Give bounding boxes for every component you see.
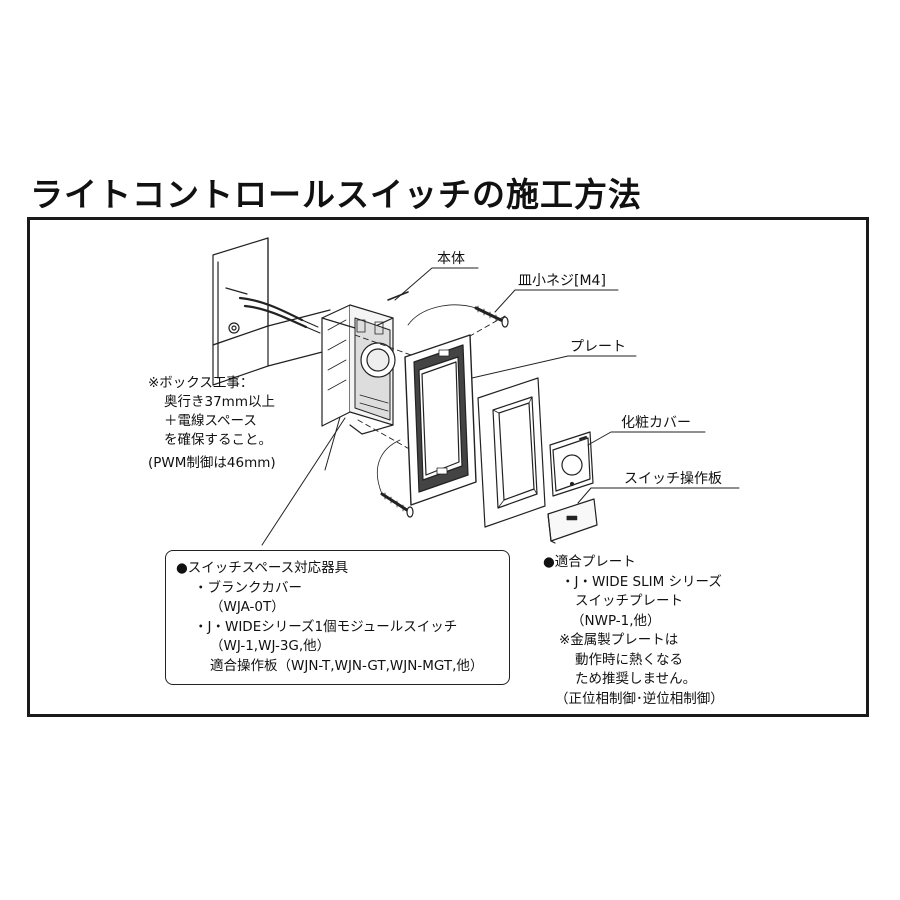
label-body: 本体 <box>437 251 465 267</box>
operating-plate-drawing <box>547 498 598 544</box>
compatible-plate-line: ※金属製プレートは <box>559 632 679 648</box>
compatible-plate-line: （正位相制御･逆位相制御） <box>555 690 724 707</box>
switch-space-box: ●スイッチスペース対応器具 ・ブランクカバー （WJA-0T） ・J・WIDEシ… <box>165 550 510 685</box>
compatible-plate-line: 動作時に熱くなる <box>575 651 683 668</box>
switch-space-line: （WJ-1,WJ-3G,他） <box>210 638 331 654</box>
label-cosmetic-cover: 化粧カバー <box>621 415 691 431</box>
cosmetic-cover-drawing <box>549 431 594 497</box>
wall-box <box>212 237 331 386</box>
switch-space-line: ・ブランクカバー <box>194 579 302 596</box>
note-line: ＋電線スペース <box>164 413 257 429</box>
switch-space-line: 適合操作板（WJN-T,WJN-GT,WJN-MGT,他） <box>210 657 484 674</box>
cover-plate-drawing <box>477 377 546 528</box>
leader-lines <box>261 267 740 546</box>
compatible-plate-line: ため推奨しません。 <box>575 671 697 687</box>
compatible-plate-note: ●適合プレート ・J・WIDE SLIM シリーズ スイッチプレート （NWP-… <box>543 553 724 709</box>
compatible-plate-line: スイッチプレート <box>575 593 683 609</box>
note-line: (PWM制御は46mm) <box>148 455 276 471</box>
main-unit-drawing <box>321 291 409 435</box>
label-switch-plate: スイッチ操作板 <box>624 471 722 487</box>
note-line: ※ボックス工事： <box>148 375 254 391</box>
switch-space-line: （WJA-0T） <box>210 599 285 615</box>
screw-top <box>474 305 509 328</box>
cables <box>225 287 321 334</box>
plate-drawing <box>404 334 477 506</box>
label-plate: プレート <box>570 339 626 355</box>
note-line: を確保すること。 <box>164 432 272 448</box>
box-construction-note: ※ボックス工事： 奥行き37mm以上 ＋電線スペース を確保すること。 (PWM… <box>148 374 276 473</box>
note-line: 奥行き37mm以上 <box>164 394 275 410</box>
screw-bottom <box>380 492 414 518</box>
switch-space-heading: ●スイッチスペース対応器具 <box>176 560 349 576</box>
compatible-plate-heading: ●適合プレート <box>543 554 636 570</box>
compatible-plate-line: （NWP-1,他） <box>571 612 661 629</box>
switch-space-line: ・J・WIDEシリーズ1個モジュールスイッチ <box>194 618 458 635</box>
compatible-plate-line: ・J・WIDE SLIM シリーズ <box>561 573 722 590</box>
page-title: ライトコントロールスイッチの施工方法 <box>30 175 642 214</box>
label-screw: 皿小ネジ[M4] <box>518 273 606 289</box>
diagram-frame <box>27 217 869 717</box>
